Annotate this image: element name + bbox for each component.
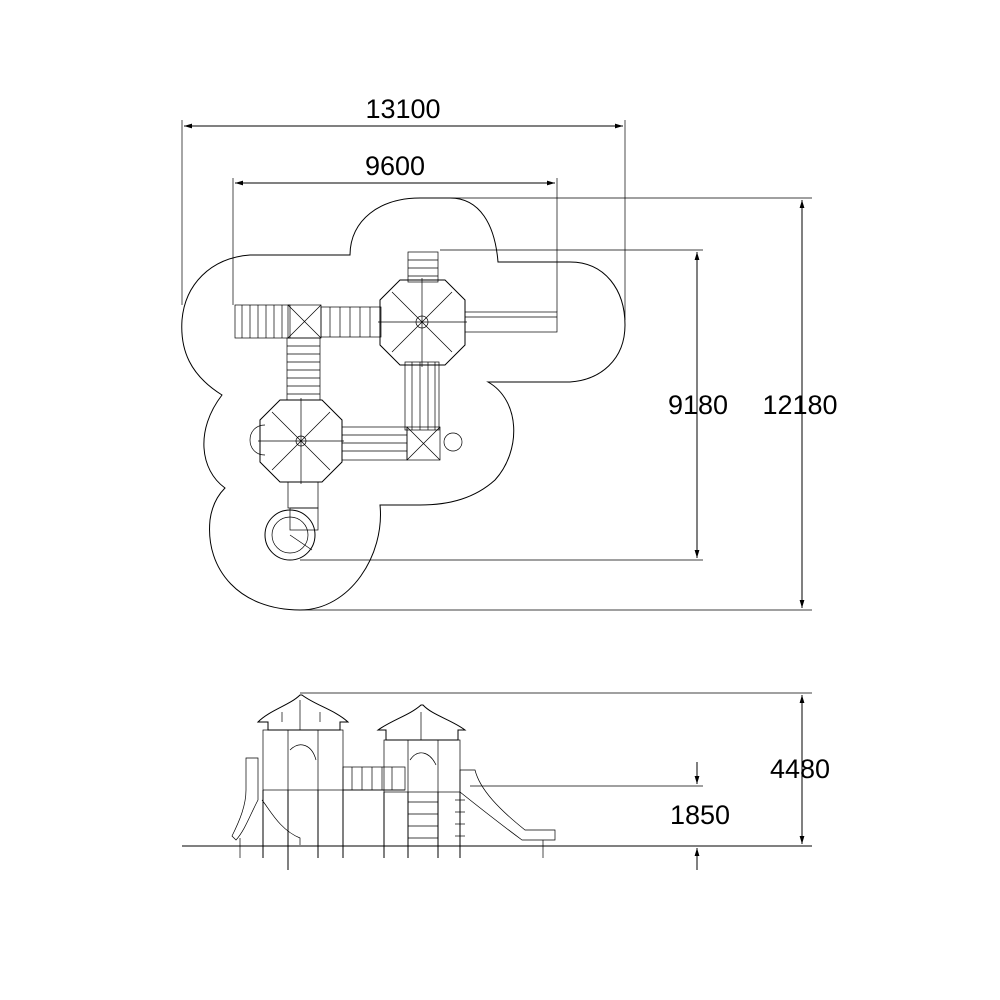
left-bridge: [234, 304, 291, 339]
elevation-view: 4480 1850: [182, 692, 830, 870]
plan-view: 13100 9600 9180 12180: [181, 94, 838, 611]
right-slide-elevation: [459, 769, 556, 841]
left-walkway: [286, 337, 321, 401]
extension-lines: [181, 120, 812, 611]
right-tower-elevation: [376, 704, 467, 858]
tower-roof-top-right: [378, 278, 467, 367]
dim-structure-depth: 9180: [668, 390, 728, 420]
dim-overall-depth: 12180: [762, 390, 837, 420]
dim-total-height: 4480: [770, 754, 830, 784]
left-slide-elevation: [231, 757, 259, 841]
safety-zone-outline: [181, 197, 626, 611]
dim-structure-width: 9600: [365, 151, 425, 181]
dim-platform-height: 1850: [670, 800, 730, 830]
lower-bridge: [341, 426, 408, 461]
dim-overall-width: 13100: [365, 94, 440, 124]
bottom-walkway: [287, 481, 319, 509]
top-ladder: [407, 251, 439, 283]
left-tower-elevation: [256, 694, 350, 870]
lower-corner-platform: [406, 426, 441, 461]
bridge-slats: [241, 305, 283, 338]
right-slide: [464, 311, 558, 333]
ladder-rungs: [408, 801, 438, 839]
center-walkway: [404, 361, 440, 431]
tower-roof-bottom-left: [258, 398, 344, 484]
spiral-slide: [264, 509, 316, 561]
